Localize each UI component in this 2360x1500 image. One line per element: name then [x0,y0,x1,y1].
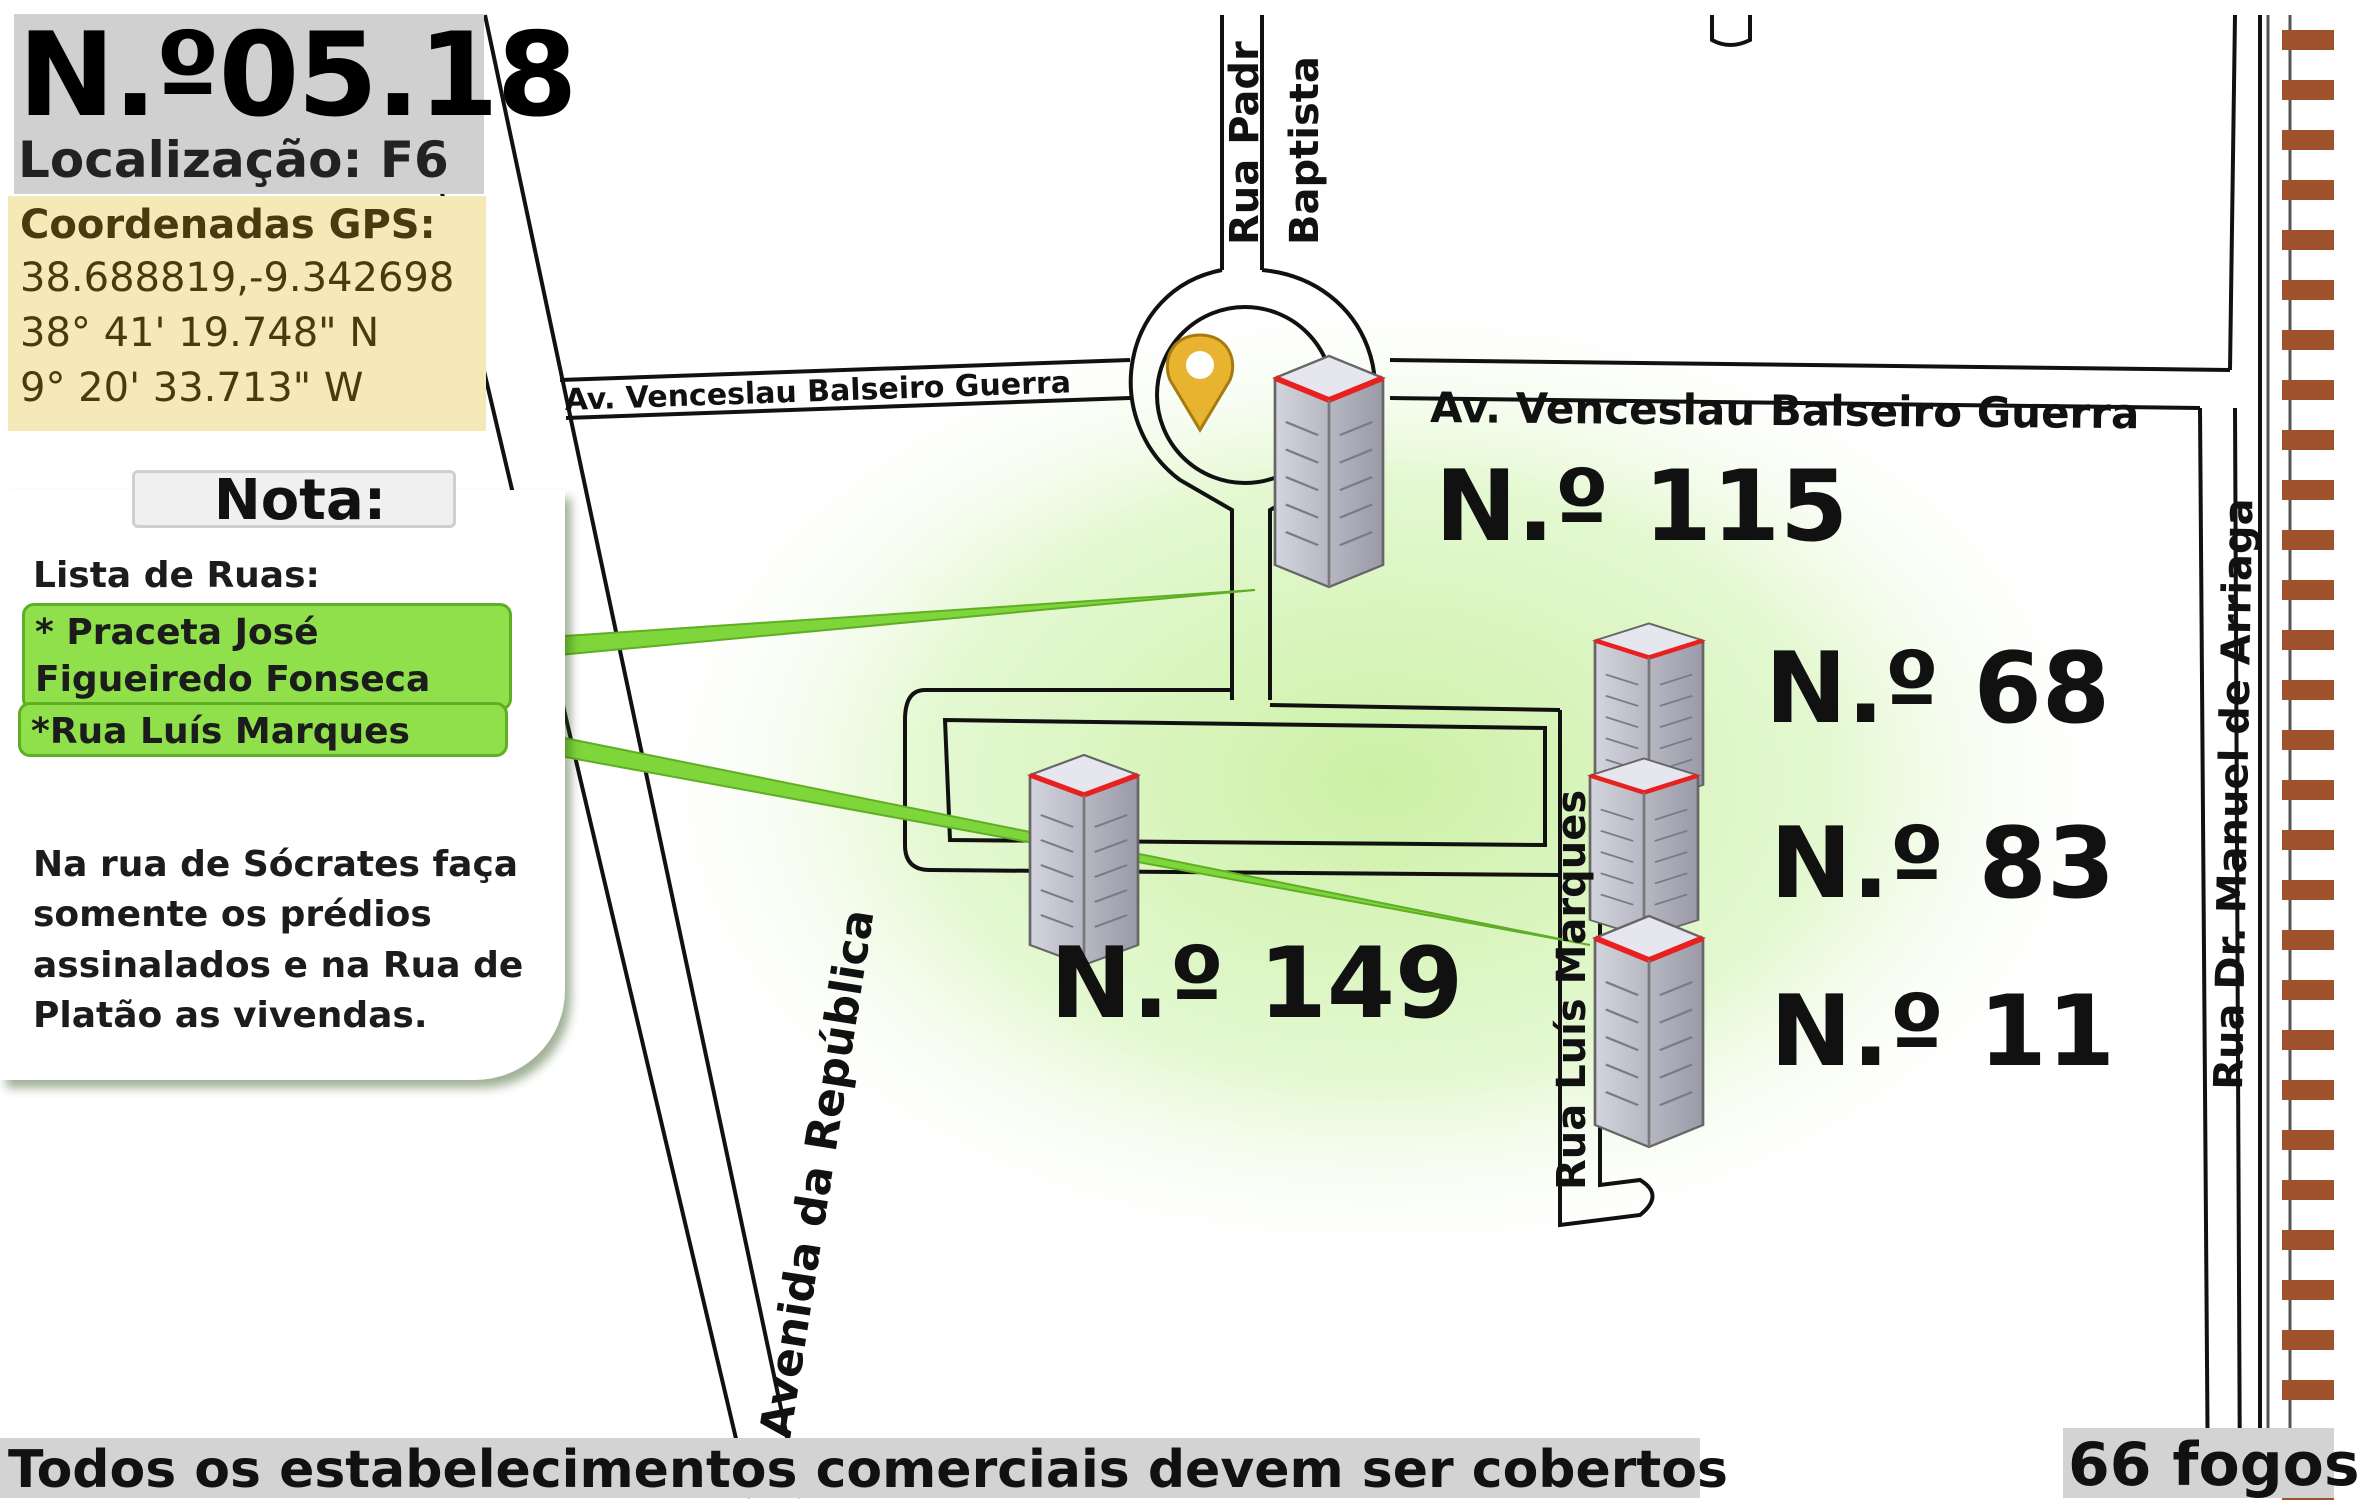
building-115[interactable] [1275,356,1383,587]
building-label-11: N.º 11 [1770,975,2116,1089]
note-card [0,490,565,1080]
railway-tie [2282,380,2334,400]
note-subtitle: Lista de Ruas: [33,555,320,596]
street-label-rua-luis-marques: Rua Luís Marques [1549,790,1595,1190]
street-label-baptista: Baptista [1282,56,1328,245]
gps-title: Coordenadas GPS: [20,202,436,248]
railway-tie [2282,630,2334,650]
railway-tie [2282,530,2334,550]
note-body: Na rua de Sócrates faça somente os prédi… [33,844,524,1037]
building-label-68: N.º 68 [1765,632,2111,746]
railway-tie [2282,830,2334,850]
railway-tie [2282,130,2334,150]
footer-count-box [2063,1428,2334,1498]
street-label-venceslau-right: Av. Venceslau Balseiro Guerra [1430,383,2140,438]
railway-tie [2282,980,2334,1000]
footer-bar [0,1438,1700,1498]
railway-tie [2282,580,2334,600]
railway [2266,15,2292,1498]
building-label-149: N.º 149 [1050,927,1464,1041]
railway-tie [2282,1330,2334,1350]
railway-tie [2282,780,2334,800]
railway-tie [2282,480,2334,500]
railway-tie [2282,430,2334,450]
railway-tie [2282,1180,2334,1200]
railway-tie [2282,230,2334,250]
railway-tie [2282,1130,2334,1150]
railway-tie [2282,1230,2334,1250]
highlight-area [620,280,2140,1280]
gps-longitude[interactable]: 9° 20' 33.713" W [20,365,364,411]
railway-tie [2282,930,2334,950]
street-label-rua-manuel-arriaga: Rua Dr. Manuel de Arriaga [2206,498,2262,1090]
railway-tie [2282,330,2334,350]
railway-tie [2282,30,2334,50]
railway-tie [2282,730,2334,750]
railway-tie [2282,280,2334,300]
street-tag-praceta[interactable]: * Praceta José Figueiredo Fonseca [22,603,512,711]
railway-tie [2282,1280,2334,1300]
street-label-rua-padre: Rua Padr [1222,41,1268,245]
railway-tie [2282,180,2334,200]
gps-latitude[interactable]: 38° 41' 19.748" N [20,310,380,356]
footer-notice: Todos os estabelecimentos comerciais dev… [8,1440,1728,1500]
building-label-83: N.º 83 [1770,807,2116,921]
note-title: Nota: [213,468,387,533]
street-tag-rua-luis-marques[interactable]: *Rua Luís Marques [18,702,508,757]
railway-tie [2282,1380,2334,1400]
railway-tie [2282,1080,2334,1100]
map-location: Localização: F6 [18,131,449,189]
railway-tie [2282,880,2334,900]
building-11[interactable] [1595,916,1703,1147]
railway-tie [2282,80,2334,100]
railway-ties [2282,30,2334,1500]
note-clip [132,470,456,528]
building-83[interactable] [1590,759,1698,938]
railway-tie [2282,1030,2334,1050]
building-label-115: N.º 115 [1435,450,1849,564]
railway-tie [2282,680,2334,700]
unit-count: 66 fogos [2068,1430,2360,1500]
gps-panel [8,196,486,431]
header-box [14,14,484,194]
map-sheet-number: N.º05.18 [18,8,577,143]
gps-decimal[interactable]: 38.688819,-9.342698 [20,255,455,301]
